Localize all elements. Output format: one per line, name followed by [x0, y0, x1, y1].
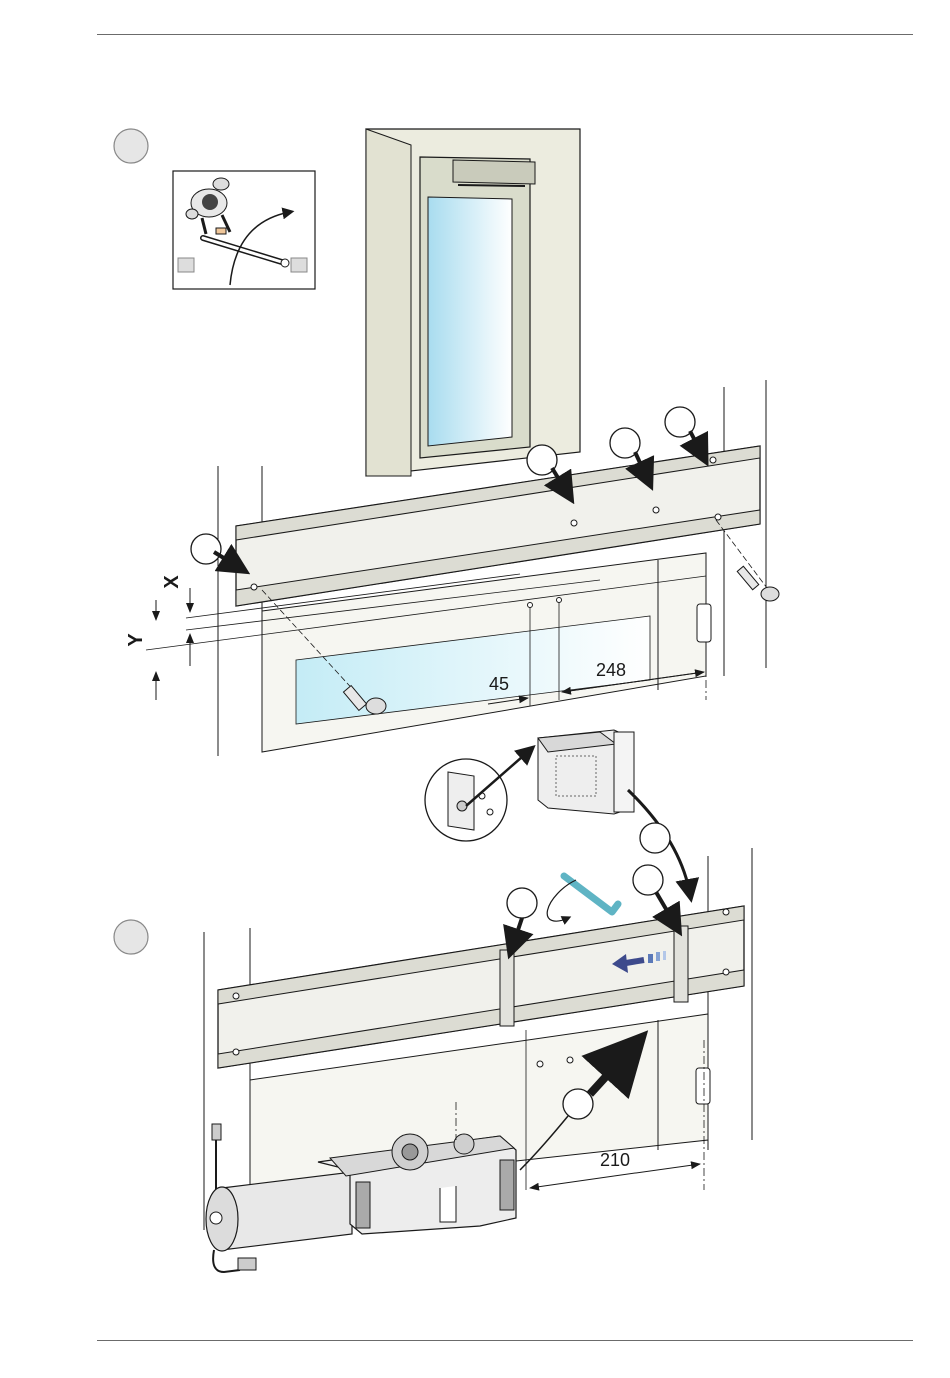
door-overview: [366, 129, 580, 476]
step-2-circle: [114, 920, 148, 954]
step-1-circle: [114, 129, 148, 163]
hex-wrench-icon: [547, 876, 618, 921]
dimension-210-label: 210: [600, 1150, 630, 1170]
dimension-248-label: 248: [596, 660, 626, 680]
dimension-y-label: Y: [125, 633, 147, 647]
person-pushing-bar-icon: [173, 171, 315, 289]
dimension-45-label: 45: [489, 674, 509, 694]
dimension-x-label: X: [161, 575, 183, 589]
magnifier-detail-icon: [425, 750, 530, 841]
control-unit: [538, 730, 690, 894]
